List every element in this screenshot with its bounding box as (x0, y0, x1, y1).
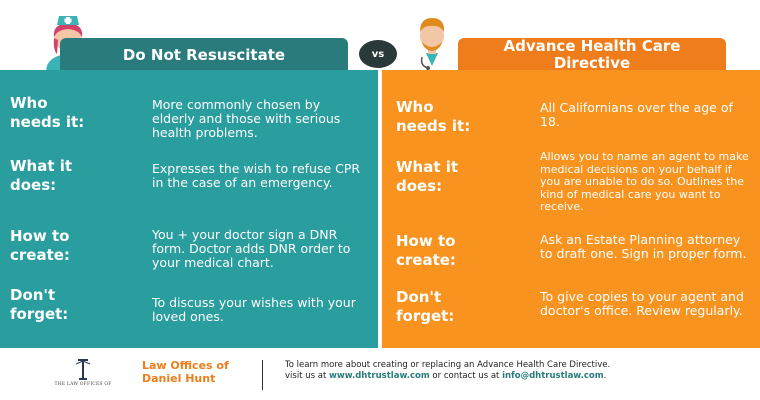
label-line1: Who (10, 94, 48, 112)
doctor-avatar-icon (402, 10, 462, 72)
label-line2: forget: (10, 305, 69, 323)
footer: THE LAW OFFICES OF Law Offices of Daniel… (0, 348, 760, 400)
row-label: How to create: (396, 232, 516, 270)
label-line2: does: (10, 176, 57, 194)
label-line1: What it (10, 157, 73, 175)
dnr-panel: Who needs it: More commonly chosen by el… (0, 70, 378, 348)
label-line1: What it (396, 158, 459, 176)
row-text: More commonly chosen by elderly and thos… (152, 97, 341, 140)
firm-name: Law Offices of Daniel Hunt (142, 359, 252, 385)
label-line2: does: (396, 177, 443, 195)
row-text: Ask an Estate Planning attorney to draft… (540, 232, 747, 261)
ahcd-panel: Who needs it: All Californians over the … (382, 70, 760, 348)
info-prefix: visit us at (285, 371, 329, 381)
label-line2: create: (396, 251, 456, 269)
row-label: Don't forget: (396, 288, 516, 326)
website-link[interactable]: www.dhtrustlaw.com (328, 371, 430, 381)
vs-badge: vs (359, 40, 397, 68)
row-text: All Californians over the age of 18. (540, 100, 733, 129)
footer-divider (262, 360, 263, 390)
info-line1: To learn more about creating or replacin… (285, 360, 611, 370)
firm-line1: Law Offices of (142, 359, 229, 372)
row-label: Don't forget: (10, 286, 130, 324)
row-text: Allows you to name an agent to make medi… (540, 150, 749, 213)
label-line1: Don't (10, 286, 56, 304)
label-line2: needs it: (396, 117, 471, 135)
contact-info: To learn more about creating or replacin… (285, 360, 755, 382)
info-suffix: . (603, 371, 607, 381)
row-text: You + your doctor sign a DNR form. Docto… (152, 227, 351, 270)
header: Do Not Resuscitate vs Advance Health Car… (0, 0, 760, 72)
row-text: To discuss your wishes with your loved o… (152, 295, 356, 324)
firm-line2: Daniel Hunt (142, 372, 216, 385)
left-title: Do Not Resuscitate (122, 45, 286, 64)
label-line1: How to (396, 232, 456, 250)
row-text: Expresses the wish to refuse CPR in the … (152, 161, 361, 190)
label-line1: Don't (396, 288, 442, 306)
row-label: What it does: (396, 158, 516, 196)
label-line2: needs it: (10, 113, 85, 131)
panel-divider (378, 70, 382, 348)
row-label: Who needs it: (10, 94, 130, 132)
left-header-bar: Do Not Resuscitate (60, 38, 348, 71)
label-line2: create: (10, 246, 70, 264)
vs-label: vs (371, 48, 385, 60)
label-line2: forget: (396, 307, 455, 325)
right-title-line1: Advance Health Care (503, 36, 681, 55)
row-text: To give copies to your agent and doctor'… (540, 289, 744, 318)
info-line2: visit us at www.dhtrustlaw.com or contac… (285, 371, 755, 382)
logo-text: THE LAW OFFICES OF (54, 382, 112, 387)
right-header-bar: Advance Health Care Directive (458, 36, 726, 72)
row-label: Who needs it: (396, 98, 516, 136)
info-middle: or contact us at (429, 371, 503, 381)
law-offices-logo: THE LAW OFFICES OF (48, 356, 118, 392)
label-line1: How to (10, 227, 70, 245)
row-label: What it does: (10, 157, 130, 195)
label-line1: Who (396, 98, 434, 116)
right-title-line2: Directive (553, 53, 631, 72)
email-link[interactable]: info@dhtrustlaw.com (502, 371, 604, 381)
row-label: How to create: (10, 227, 130, 265)
